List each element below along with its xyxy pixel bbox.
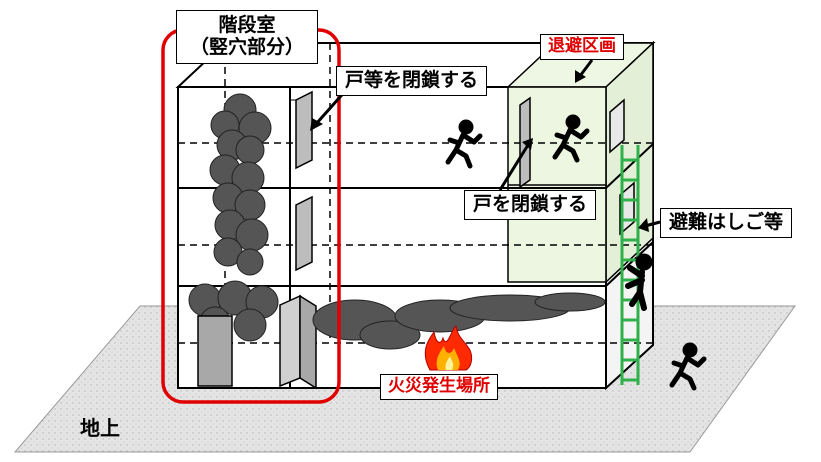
callout-arrows [310, 59, 661, 232]
close-door-label: 戸を閉鎖する [464, 190, 597, 220]
stairwell-label-line1: 階段室 [218, 14, 276, 36]
close-doors-etc-label: 戸等を閉鎖する [336, 66, 488, 96]
ground-label: 地上 [80, 416, 120, 440]
stair-door-2f [295, 195, 313, 272]
side-floor-line-2f [605, 143, 654, 189]
fire-location-label: 火災発生場所 [380, 374, 498, 400]
running-person-icon [669, 342, 707, 391]
running-person-icon [445, 119, 483, 169]
stairwell-label: 階段室 （竪穴部分） [176, 10, 318, 64]
smoke-corridor-icon [312, 292, 606, 350]
stairwell-label-line2: （竪穴部分） [189, 35, 304, 58]
stair-door-3f [290, 90, 313, 170]
fire-icon [424, 325, 473, 371]
smoke-cloud-icon [188, 93, 279, 342]
refuge-zone-label: 退避区画 [540, 34, 624, 60]
side-floor-line-1f [605, 241, 654, 287]
stair-exit-door [197, 315, 233, 387]
side-window-3f [609, 98, 625, 154]
escape-ladder-label: 避難はしご等 [660, 208, 793, 238]
stair-door-1f-open [279, 294, 317, 390]
climbing-person-icon [625, 253, 653, 311]
running-person-icon [552, 114, 590, 163]
